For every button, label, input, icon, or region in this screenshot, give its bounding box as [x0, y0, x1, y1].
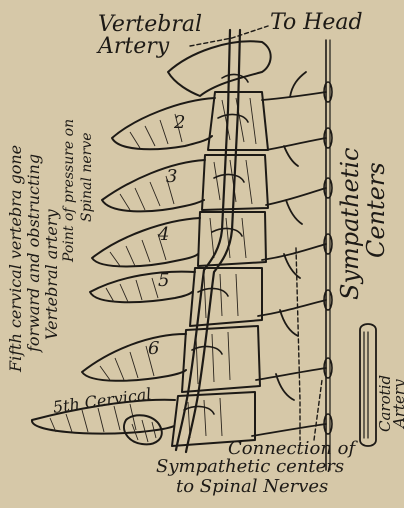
- atlas-process: [168, 41, 271, 96]
- vertebra-number-2: 2: [174, 114, 185, 132]
- sympathetic-chain: [324, 40, 332, 470]
- label-pressure-point-line2: Spinal nerve: [80, 132, 94, 222]
- vertebra-4-process: [92, 218, 200, 267]
- leader-lines: [190, 26, 322, 440]
- vertebra-number-4: 4: [158, 226, 169, 244]
- vertebra-5-process: [90, 272, 195, 303]
- label-carotid-artery-line2: Artery: [392, 379, 404, 428]
- vertebra-number-5: 5: [158, 272, 169, 290]
- label-gone-forward-line2: forward and obstructing: [26, 154, 42, 352]
- label-sympathetic-centers-line1: Sympathetic: [338, 148, 362, 301]
- label-pressure-point-line1: Point of pressure on: [62, 119, 76, 262]
- label-connection-line3: to Spinal Nerves: [176, 478, 328, 496]
- vertebra-3-process: [102, 160, 205, 211]
- spinal-nerves: [252, 72, 326, 436]
- vertebra-number-3: 3: [166, 168, 177, 186]
- vertebra-2-process: [112, 98, 215, 149]
- label-to-head: To Head: [270, 12, 363, 34]
- label-vertebral-artery-line2: Artery: [98, 36, 169, 58]
- label-vertebral-artery-line1: Vertebral: [98, 14, 202, 36]
- vertebra-6-process: [82, 334, 186, 381]
- label-gone-forward-line3: Vertebral artery: [44, 209, 60, 340]
- label-gone-forward-line1: Fifth cervical vertebra gone: [8, 145, 24, 372]
- carotid-artery-vessel: [360, 324, 376, 446]
- vertebra-number-6: 6: [148, 340, 159, 358]
- label-connection-line2: Sympathetic centers: [156, 458, 344, 476]
- label-sympathetic-centers-line2: Centers: [364, 162, 388, 258]
